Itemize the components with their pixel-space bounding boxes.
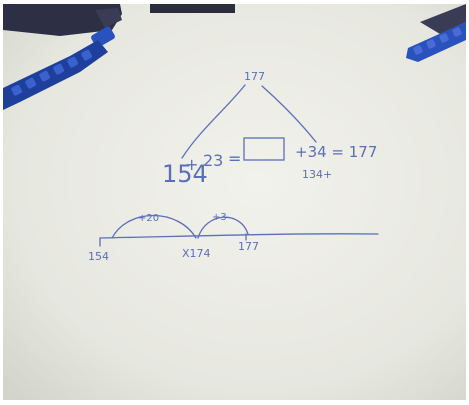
equals-sign: = [228, 149, 241, 168]
number-line-end: 177 [238, 240, 259, 253]
right-expression: +34 = 177 [295, 143, 377, 161]
number-line [99, 233, 379, 239]
number-line-middle: X174 [182, 247, 211, 260]
jump-label-1: +20 [138, 213, 159, 224]
tree-line-left [181, 84, 246, 159]
jump-arc-2 [197, 216, 249, 239]
middle-term: 23 [203, 151, 223, 170]
dark-object-top [150, 4, 235, 13]
plus-sign: + [185, 155, 198, 174]
jump-arc-1 [111, 215, 197, 239]
left-term: 154 [162, 160, 208, 188]
jump-label-2: +3 [212, 212, 227, 223]
number-line-start: 154 [88, 250, 109, 263]
tree-line-right [261, 85, 317, 143]
below-right-note: 134+ [302, 168, 332, 181]
answer-box [243, 137, 285, 161]
tree-top-number: 177 [244, 70, 265, 83]
linking-cubes-top-right [406, 4, 466, 62]
linking-cubes-top-left [3, 4, 122, 110]
